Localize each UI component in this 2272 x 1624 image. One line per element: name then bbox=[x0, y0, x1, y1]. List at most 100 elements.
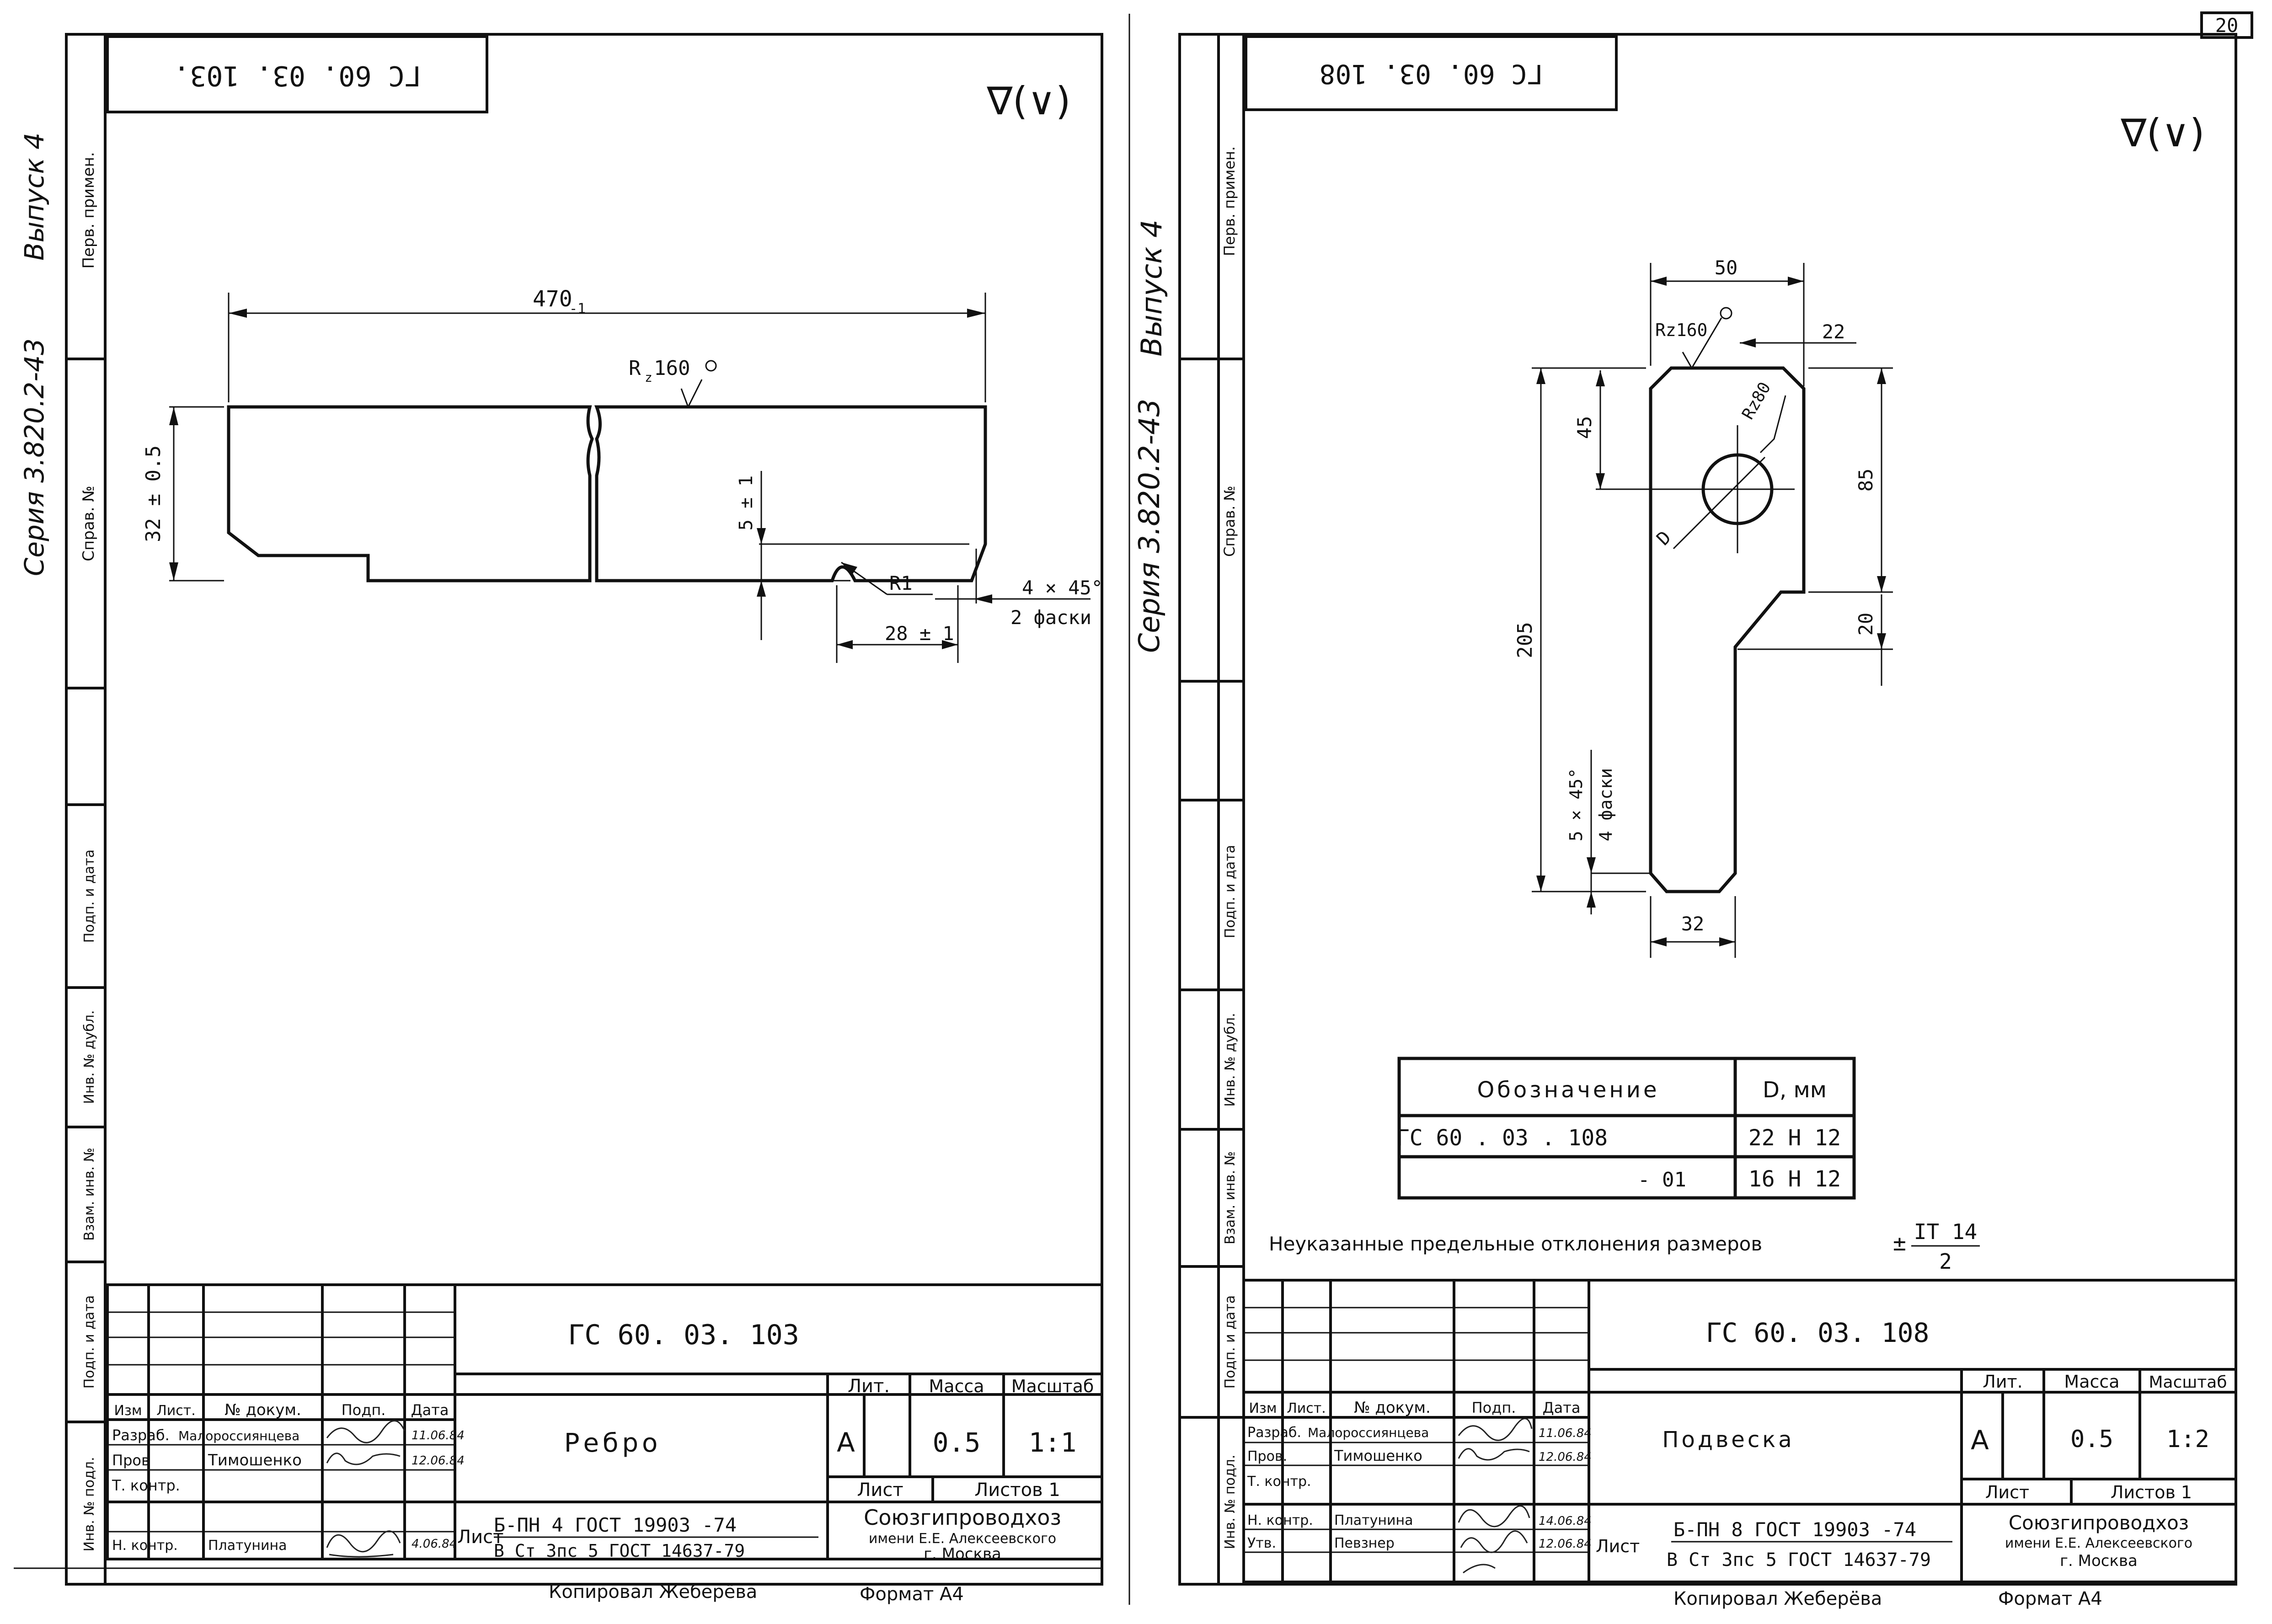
right-lit-value: А bbox=[1971, 1425, 1989, 1456]
right-title-block: ГС 60. 03. 108 Подвеска Лит. Масса Масшт… bbox=[1242, 1279, 2237, 1583]
margin-label-vzam: Взам. инв. № bbox=[81, 1148, 97, 1241]
rib-chamfer-note: 2 фаски bbox=[1010, 606, 1091, 629]
left-org-sub: имени Е.Е. Алексеевского bbox=[869, 1531, 1056, 1547]
right-org-name: Союзгипроводхоз bbox=[2009, 1512, 2189, 1534]
left-col-sign: Подп. bbox=[342, 1401, 386, 1419]
right-utv-role: Утв. bbox=[1247, 1535, 1276, 1551]
left-razrab-role: Разраб. bbox=[112, 1426, 170, 1444]
left-col-date: Дата bbox=[411, 1401, 449, 1419]
hanger-hole-roughness: Rz80 bbox=[1738, 379, 1786, 454]
hanger-bottom-width: 32 bbox=[1681, 913, 1705, 935]
left-code-box bbox=[106, 35, 488, 113]
left-col-doc: № докум. bbox=[225, 1401, 301, 1419]
left-nkontr-name: Платунина bbox=[208, 1538, 287, 1554]
left-prov-role: Пров bbox=[112, 1452, 150, 1469]
rib-height-dimension: 32 ± 0.5 bbox=[142, 406, 224, 582]
right-col-sign: Подп. bbox=[1472, 1399, 1516, 1416]
rib-chamfer-value: 4 × 45° bbox=[1022, 577, 1103, 599]
left-sheet: Перв. примен. Справ. № Подп. и дата Инв.… bbox=[14, 33, 1103, 1605]
left-material-line2: В Ст 3пс 5 ГОСТ 14637-79 bbox=[494, 1541, 745, 1561]
left-format: Формат А4 bbox=[860, 1584, 964, 1605]
right-part-name: Подвеска bbox=[1662, 1427, 1794, 1453]
right-margin-label-podp1: Подп. и дата bbox=[1222, 845, 1238, 938]
hanger-rz-hole: Rz80 bbox=[1738, 379, 1775, 423]
right-code-box bbox=[1245, 35, 1618, 111]
margin-label-inv-podl: Инв. № подл. bbox=[81, 1457, 97, 1552]
sheet-number-box: 20 bbox=[2200, 11, 2253, 39]
designation-table-row-1-name: ГС 60 . 03 . 108 bbox=[1396, 1125, 1608, 1151]
right-scale-header: Масштаб bbox=[2149, 1373, 2227, 1392]
left-col-izm: Изм bbox=[114, 1403, 142, 1419]
right-margin-label-vzam: Взам. инв. № bbox=[1222, 1151, 1238, 1245]
left-scale-value: 1:1 bbox=[1029, 1427, 1077, 1458]
right-col-list: Лист. bbox=[1287, 1400, 1326, 1416]
right-prov-date: 12.06.84 bbox=[1539, 1450, 1592, 1464]
right-utv-signature bbox=[1460, 1530, 1528, 1574]
margin-label-podp1: Подп. и дата bbox=[81, 849, 97, 943]
right-col-date: Дата bbox=[1543, 1399, 1581, 1416]
rib-notch-value: 28 ± 1 bbox=[885, 622, 954, 645]
left-razrab-date: 11.06.84 bbox=[412, 1429, 465, 1442]
left-prov-date: 12.06.84 bbox=[412, 1454, 465, 1468]
right-nkontr-role: Н. контр. bbox=[1247, 1512, 1313, 1528]
rib-notch-dimension: 28 ± 1 bbox=[836, 585, 959, 663]
rib-length-dimension: 470 -1 bbox=[228, 286, 986, 402]
left-org-name: Союзгипроводхоз bbox=[864, 1505, 1061, 1530]
right-sheet: Перв. примен. Справ. № Подп. и дата Инв.… bbox=[1133, 33, 2237, 1609]
left-mass-value: 0.5 bbox=[933, 1427, 981, 1458]
margin-label-perv: Перв. примен. bbox=[80, 152, 98, 268]
designation-table-row-2-d: 16 Н 12 bbox=[1748, 1166, 1841, 1192]
right-lit-header: Лит. bbox=[1983, 1372, 2023, 1392]
right-nkontr-name: Платунина bbox=[1334, 1512, 1413, 1528]
left-prov-name: Тимошенко bbox=[208, 1451, 302, 1469]
left-nkontr-role: Н. контр. bbox=[112, 1538, 178, 1554]
tolerance-note-denominator: 2 bbox=[1939, 1249, 1952, 1274]
left-lit-header: Лит. bbox=[848, 1376, 890, 1397]
right-org-sub: имени Е.Е. Алексеевского bbox=[2005, 1535, 2192, 1551]
right-utv-date: 12.06.84 bbox=[1539, 1537, 1592, 1551]
left-sheets-label: Листов 1 bbox=[974, 1480, 1060, 1501]
right-org-city: г. Москва bbox=[2060, 1552, 2138, 1570]
left-drawing-frame bbox=[104, 33, 1103, 1586]
hanger-top-width-dimension: 50 bbox=[1650, 256, 1805, 386]
hanger-top-width: 50 bbox=[1715, 256, 1738, 279]
right-designation: ГС 60. 03. 108 bbox=[1706, 1317, 1930, 1348]
right-nkontr-date: 14.06.84 bbox=[1539, 1514, 1592, 1528]
tolerance-note-numerator: IT 14 bbox=[1914, 1219, 1977, 1244]
rib-length-tolerance: -1 bbox=[569, 301, 586, 317]
right-sheet-label: Лист bbox=[1985, 1482, 2029, 1502]
left-code-rotated: ГС 60. 03. 103. bbox=[173, 59, 421, 91]
rib-step-value: 5 ± 1 bbox=[736, 475, 757, 530]
right-utv-name: Певзнер bbox=[1334, 1535, 1395, 1551]
margin-label-inv-dubl: Инв. № дубл. bbox=[81, 1010, 97, 1104]
rib-chamfer-callout: 4 × 45° 2 фаски bbox=[935, 549, 1103, 629]
rib-radius-value: R1 bbox=[889, 572, 913, 594]
designation-table-row-2-name: - 01 bbox=[1638, 1168, 1686, 1191]
right-razrab-role: Разраб. bbox=[1247, 1425, 1301, 1441]
left-designation: ГС 60. 03. 103 bbox=[568, 1319, 799, 1351]
hanger-taper: 20 bbox=[1855, 613, 1877, 636]
right-margin-strip bbox=[1178, 33, 1220, 1586]
right-razrab-date: 11.06.84 bbox=[1539, 1426, 1592, 1440]
right-col-doc: № докум. bbox=[1354, 1399, 1431, 1417]
hanger-hole-center: 45 bbox=[1573, 416, 1596, 439]
left-nkontr-signature bbox=[326, 1530, 401, 1558]
right-series-label: Серия 3.820.2-43 bbox=[1133, 399, 1166, 653]
left-issue-label: Выпуск 4 bbox=[19, 133, 50, 261]
hanger-total-height: 205 bbox=[1513, 622, 1537, 658]
right-margin-label-podp2: Подп. и дата bbox=[1222, 1295, 1238, 1389]
right-material-line1: Б-ПН 8 ГОСТ 19903 -74 bbox=[1673, 1518, 1916, 1541]
right-col-izm: Изм bbox=[1249, 1400, 1277, 1416]
designation-table-row-1-d: 22 Н 12 bbox=[1748, 1125, 1841, 1151]
left-copied-by: Копировал Жеберёва bbox=[549, 1581, 757, 1603]
hanger-total-height-dimension: 205 bbox=[1513, 367, 1646, 892]
right-sheets-label: Листов 1 bbox=[2111, 1482, 2192, 1502]
rib-rz-z: z bbox=[645, 370, 652, 385]
hanger-rz-value: Rz160 bbox=[1655, 320, 1707, 340]
left-series-label: Серия 3.820.2-43 bbox=[19, 338, 50, 576]
right-scale-value: 1:2 bbox=[2166, 1426, 2209, 1453]
hanger-chamfer-callout: 5 × 45° 4 фаски bbox=[1566, 750, 1651, 914]
left-org-city: г. Москва bbox=[924, 1545, 1001, 1563]
left-razrab-name: Малороссиянцева bbox=[178, 1428, 299, 1443]
tolerance-note: Неуказанные предельные отклонения размер… bbox=[1269, 1219, 1980, 1274]
